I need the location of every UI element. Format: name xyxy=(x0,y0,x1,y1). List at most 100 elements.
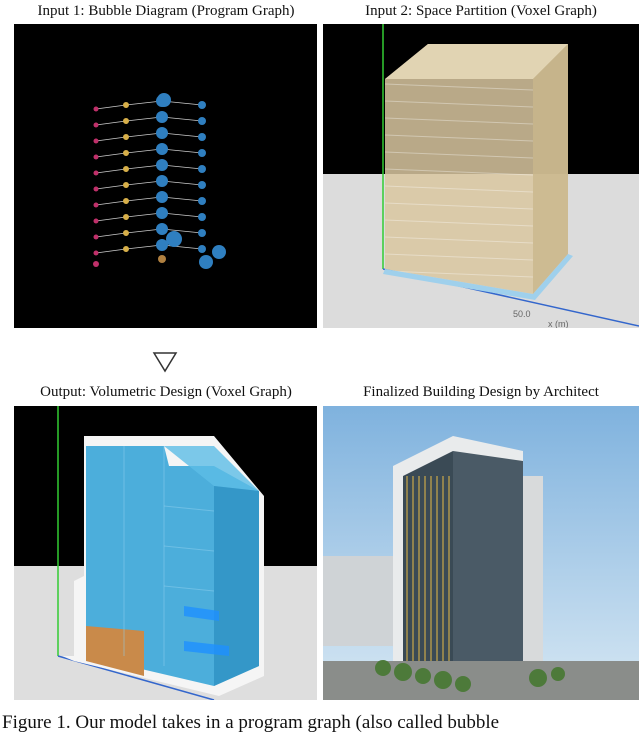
floor-line xyxy=(384,83,534,91)
graph-node xyxy=(198,181,206,189)
graph-node xyxy=(157,93,171,107)
graph-node xyxy=(156,111,168,123)
graph-edge xyxy=(161,196,203,202)
graph-node xyxy=(123,102,129,108)
graph-edge xyxy=(161,116,203,122)
volumetric-design-panel xyxy=(14,406,317,700)
axis-label: x (m) xyxy=(548,319,569,328)
graph-node xyxy=(198,149,206,157)
graph-node xyxy=(93,261,99,267)
graph-edge xyxy=(125,180,163,186)
floor-line xyxy=(384,219,534,227)
panel-title-volumetric-design: Output: Volumetric Design (Voxel Graph) xyxy=(40,384,292,400)
floor-line xyxy=(384,236,534,244)
graph-node xyxy=(93,122,99,128)
floor-line xyxy=(384,202,534,210)
graph-node xyxy=(123,134,129,140)
floor-line xyxy=(384,270,534,278)
graph-node xyxy=(198,245,206,253)
graph-node xyxy=(156,191,168,203)
graph-edge xyxy=(125,244,163,250)
graph-node xyxy=(156,175,168,187)
graph-node xyxy=(93,106,99,112)
graph-edge xyxy=(95,152,127,158)
graph-node xyxy=(123,246,129,252)
space-partition-render: 50.0 x (m) xyxy=(323,24,639,328)
graph-edge xyxy=(161,164,203,170)
panel-title-bubble-diagram: Input 1: Bubble Diagram (Program Graph) xyxy=(37,3,295,19)
graph-node xyxy=(158,255,166,263)
floor-line xyxy=(384,185,534,193)
graph-node xyxy=(198,101,206,109)
graph-node xyxy=(93,250,99,256)
graph-edge xyxy=(125,148,163,154)
bubble-diagram-panel xyxy=(14,24,317,328)
floor-line xyxy=(384,117,534,125)
graph-node xyxy=(198,229,206,237)
graph-edge xyxy=(125,212,163,218)
graph-node xyxy=(156,127,168,139)
graph-edge xyxy=(125,196,163,202)
graph-node xyxy=(198,197,206,205)
graph-node xyxy=(199,255,213,269)
graph-edge xyxy=(125,132,163,138)
panel-title-space-partition: Input 2: Space Partition (Voxel Graph) xyxy=(365,3,597,19)
graph-edge xyxy=(161,132,203,138)
graph-node xyxy=(123,198,129,204)
graph-edge xyxy=(95,200,127,206)
graph-edge xyxy=(125,116,163,122)
graph-edge xyxy=(95,248,127,254)
graph-edge xyxy=(95,184,127,190)
graph-edge xyxy=(161,228,203,234)
graph-edge xyxy=(95,216,127,222)
graph-node xyxy=(93,170,99,176)
graph-node xyxy=(156,207,168,219)
graph-edge xyxy=(161,148,203,154)
graph-node xyxy=(123,182,129,188)
axis-tick-label: 50.0 xyxy=(513,309,531,319)
graph-edge xyxy=(95,104,127,110)
down-triangle-icon xyxy=(152,352,178,373)
bubble-diagram-graph xyxy=(93,93,226,269)
graph-node xyxy=(123,230,129,236)
floor-line xyxy=(384,253,534,261)
floor-line xyxy=(384,100,534,108)
floor-line xyxy=(384,134,534,142)
panel-title-finalized-building: Finalized Building Design by Architect xyxy=(363,384,599,400)
space-partition-panel: 50.0 x (m) xyxy=(323,24,639,328)
graph-node xyxy=(93,186,99,192)
graph-node xyxy=(93,138,99,144)
graph-node xyxy=(156,223,168,235)
finalized-building-image xyxy=(323,406,639,700)
graph-node xyxy=(123,214,129,220)
graph-node xyxy=(166,231,182,247)
graph-node xyxy=(198,117,206,125)
graph-node xyxy=(198,133,206,141)
graph-edge xyxy=(161,180,203,186)
graph-node xyxy=(93,218,99,224)
graph-edge xyxy=(125,100,163,106)
building-illustration xyxy=(323,406,639,700)
floor-line xyxy=(384,168,534,176)
graph-node xyxy=(198,213,206,221)
graph-node xyxy=(156,143,168,155)
volumetric-design-render xyxy=(14,406,317,700)
figure-caption: Figure 1. Our model takes in a program g… xyxy=(2,712,500,733)
graph-node xyxy=(93,234,99,240)
graph-edge xyxy=(125,164,163,170)
graph-node xyxy=(93,202,99,208)
graph-node xyxy=(123,118,129,124)
graph-node xyxy=(156,159,168,171)
graph-node xyxy=(198,165,206,173)
graph-node xyxy=(156,239,168,251)
graph-edge xyxy=(161,212,203,218)
graph-edge xyxy=(161,244,203,250)
graph-edge xyxy=(95,168,127,174)
graph-edge xyxy=(95,120,127,126)
floor-line xyxy=(384,151,534,159)
graph-node xyxy=(93,154,99,160)
graph-node xyxy=(212,245,226,259)
graph-edge xyxy=(95,232,127,238)
graph-node xyxy=(123,166,129,172)
graph-edge xyxy=(95,136,127,142)
